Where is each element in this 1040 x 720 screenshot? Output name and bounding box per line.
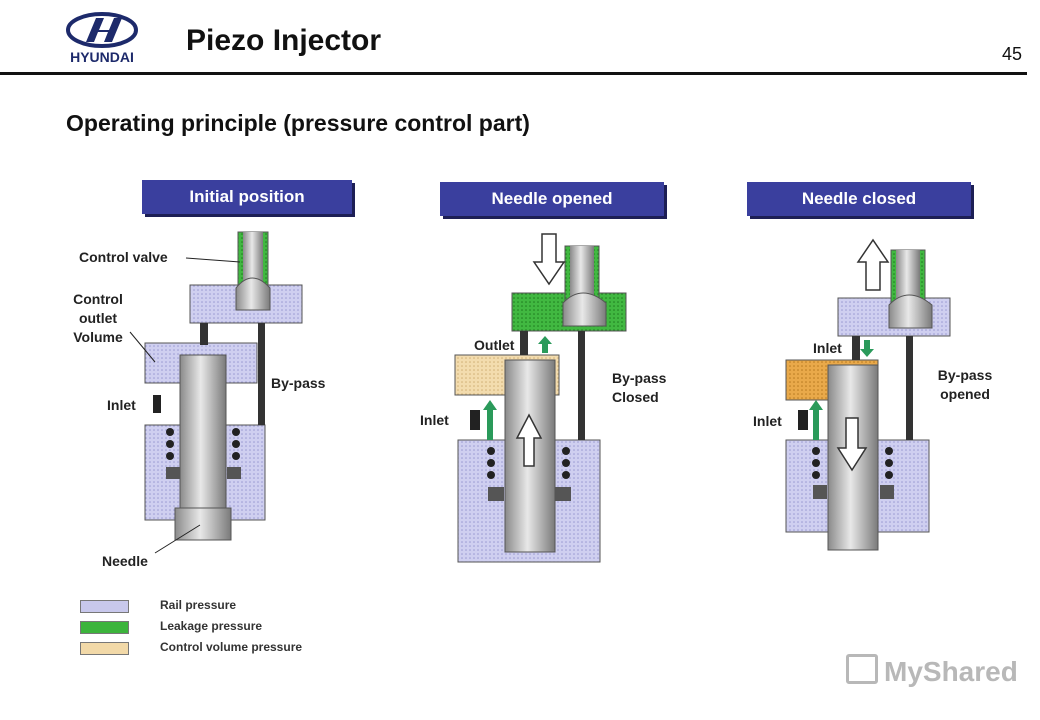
- watermark-text: MyShared: [884, 656, 1018, 687]
- diagram-initial-position: [129, 231, 303, 554]
- header-divider: [0, 72, 1027, 75]
- green-up-arrow-icon: [483, 400, 497, 440]
- hyundai-logo: HYUNDAI: [52, 10, 162, 66]
- page-title: Piezo Injector: [186, 24, 382, 57]
- down-arrow-icon: [532, 233, 566, 286]
- label-bypass: By-pass: [271, 375, 326, 391]
- watermark: MyShared: [846, 654, 1018, 688]
- label-control-outlet-volume: Control outlet Volume: [73, 291, 123, 345]
- legend-label: Control volume pressure: [160, 640, 303, 654]
- label-inlet: Inlet: [107, 397, 136, 413]
- panel-heading-needle-closed: Needle closed: [747, 182, 971, 216]
- page-number: 45: [1001, 44, 1022, 64]
- legend-swatch-control-volume: [80, 642, 129, 655]
- down-arrow-icon: [836, 417, 868, 472]
- label-bypass-closed: By-pass Closed: [612, 370, 667, 405]
- panel-heading-initial: Initial position: [142, 180, 352, 214]
- green-down-arrow-icon: [860, 340, 874, 357]
- panel-heading-needle-opened: Needle opened: [440, 182, 664, 216]
- legend-label: Leakage pressure: [160, 619, 263, 633]
- green-up-arrow-icon: [809, 400, 823, 440]
- label-inlet: Inlet: [753, 413, 782, 429]
- legend-swatch-leakage: [80, 621, 129, 634]
- label-inlet: Inlet: [420, 412, 449, 428]
- presentation-icon: [846, 654, 878, 684]
- green-up-arrow-icon: [538, 336, 552, 353]
- label-bypass-opened: By-pass opened: [937, 367, 993, 402]
- label-outlet: Outlet: [474, 337, 515, 353]
- up-arrow-icon: [856, 238, 890, 291]
- label-inlet-top: Inlet: [813, 340, 842, 356]
- label-needle: Needle: [102, 553, 148, 569]
- section-subtitle: Operating principle (pressure control pa…: [66, 110, 530, 136]
- diagram-needle-opened: [454, 233, 627, 563]
- label-control-valve: Control valve: [79, 249, 168, 265]
- logo-text: HYUNDAI: [70, 49, 134, 65]
- up-arrow-icon: [515, 413, 543, 467]
- hyundai-logo-icon: HYUNDAI: [66, 12, 138, 65]
- legend-swatch-rail: [80, 600, 129, 613]
- legend-label: Rail pressure: [160, 598, 237, 612]
- diagram-needle-closed: [785, 238, 951, 551]
